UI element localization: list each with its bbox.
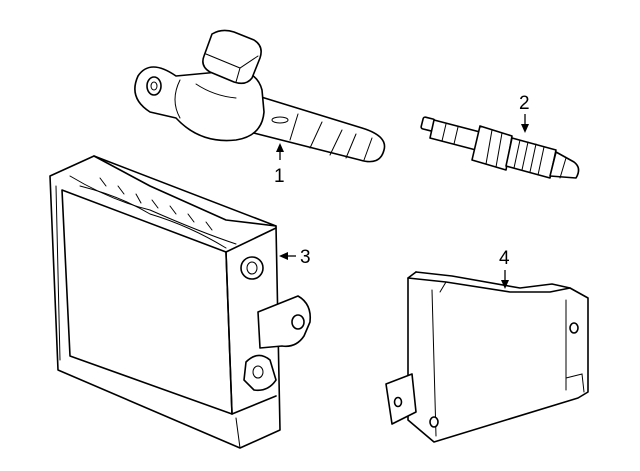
control-module[interactable]: [49, 155, 312, 449]
callout-2: 2: [519, 93, 530, 133]
callout-3-number: 3: [300, 247, 311, 268]
mounting-bracket[interactable]: [385, 271, 589, 443]
callout-4: 4: [499, 248, 510, 289]
ignition-coil[interactable]: [134, 29, 386, 163]
callout-1: 1: [274, 143, 285, 187]
callout-4-number: 4: [499, 248, 510, 269]
spark-plug[interactable]: [420, 116, 580, 179]
callout-3: 3: [279, 247, 311, 268]
callout-1-number: 1: [274, 166, 285, 187]
callout-2-number: 2: [519, 93, 530, 114]
